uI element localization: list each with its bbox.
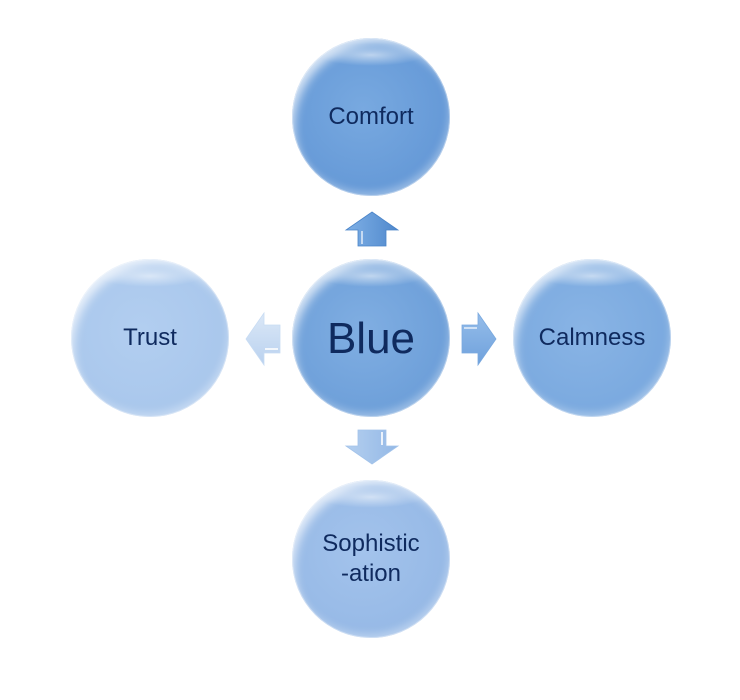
node-label-sophistication: Sophistic -ation	[322, 530, 420, 587]
node-comfort: Comfort	[292, 38, 450, 196]
arrow-down-icon	[344, 428, 400, 466]
arrow-right-icon	[460, 311, 498, 367]
arrow-left-icon	[244, 311, 282, 367]
center-node-blue: Blue	[292, 259, 450, 417]
node-label-calmness: Calmness	[538, 324, 646, 351]
node-trust: Trust	[71, 259, 229, 417]
node-sophistication: Sophistic -ation	[292, 480, 450, 638]
arrow-up-icon	[344, 210, 400, 248]
node-label-comfort: Comfort	[328, 103, 414, 130]
center-node-label: Blue	[326, 313, 416, 363]
node-calmness: Calmness	[513, 259, 671, 417]
node-label-trust: Trust	[123, 324, 177, 351]
